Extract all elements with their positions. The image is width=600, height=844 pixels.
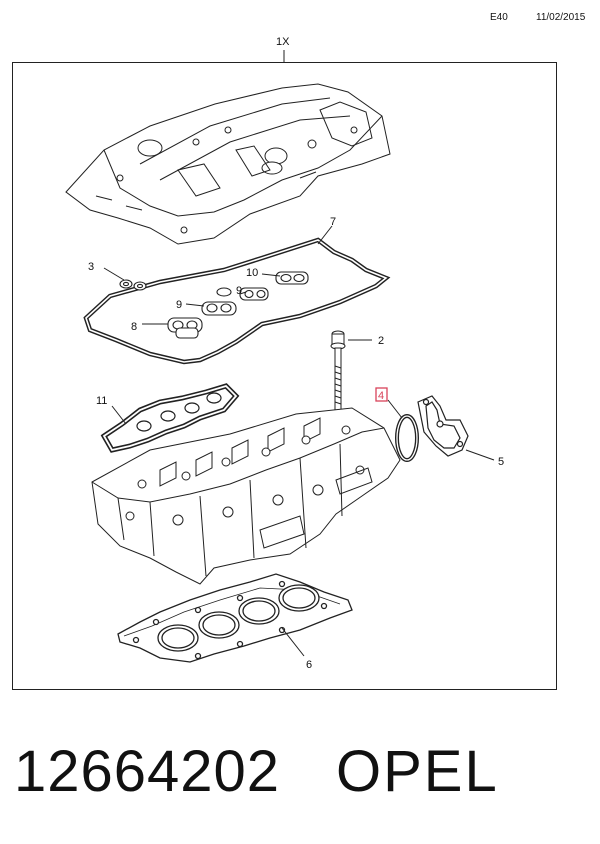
cylinder-head-drawing bbox=[91, 407, 401, 585]
callout-7: 7 bbox=[330, 216, 336, 228]
catalog-date: 11/02/2015 bbox=[536, 12, 586, 23]
callout-3: 3 bbox=[88, 261, 94, 273]
o-ring-drawing bbox=[395, 414, 419, 462]
brand-name: OPEL bbox=[336, 739, 499, 804]
callout-9-upper: 9 bbox=[236, 285, 242, 297]
intake-gasket-drawing bbox=[100, 383, 240, 453]
head-gasket-drawing bbox=[117, 573, 353, 663]
callout-6: 6 bbox=[306, 659, 312, 671]
plate-gasket-drawing bbox=[417, 395, 469, 457]
diagram-frame bbox=[12, 62, 557, 690]
kit-label: 1X bbox=[276, 36, 290, 48]
leader-lines bbox=[103, 225, 495, 657]
callout-9-lower: 9 bbox=[176, 299, 182, 311]
callout-5: 5 bbox=[498, 456, 504, 468]
callout-8: 8 bbox=[131, 321, 137, 333]
callout-2: 2 bbox=[378, 335, 384, 347]
callout-4[interactable]: 4 bbox=[378, 390, 384, 402]
callout-11: 11 bbox=[96, 395, 107, 407]
catalog-code: E40 bbox=[490, 12, 508, 23]
highlight-box bbox=[375, 387, 388, 402]
callout-10: 10 bbox=[246, 267, 258, 279]
seal-rings-drawing bbox=[119, 271, 309, 339]
part-number: 12664202 bbox=[14, 739, 281, 804]
valve-cover-drawing bbox=[65, 83, 391, 245]
cover-gasket-drawing bbox=[83, 237, 391, 365]
